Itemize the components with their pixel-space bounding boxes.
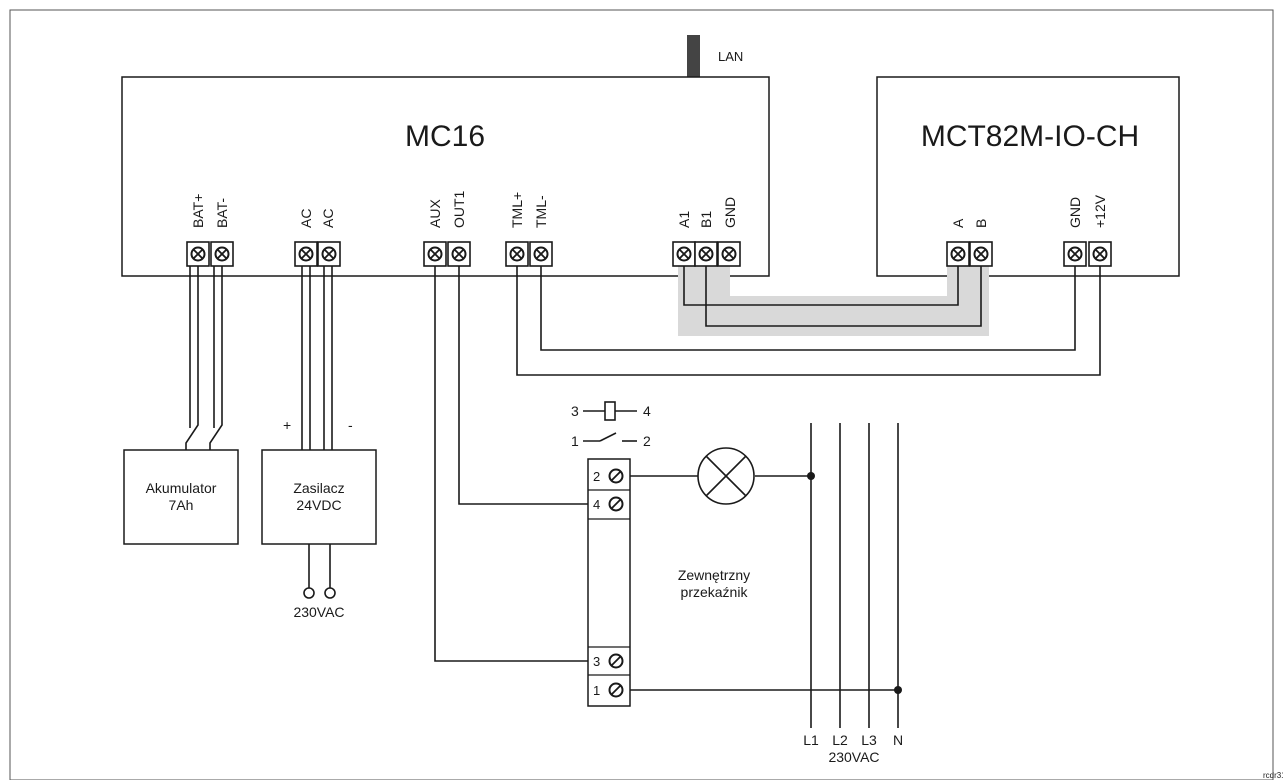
wire-bat-plus (185, 266, 199, 450)
wire-tml-minus-gnd (540, 266, 1076, 351)
label-tml-plus: TML+ (509, 192, 525, 228)
label-a: A (950, 218, 966, 228)
terminal-gnd (717, 241, 741, 267)
wire-aux-relay3 (434, 266, 588, 662)
relay-term-2: 2 (593, 469, 600, 484)
relay-screw-4 (608, 496, 624, 512)
relay-contact-2: 2 (643, 433, 651, 449)
psu-mains-pin-1 (303, 587, 315, 599)
psu-voltage: 24VDC (296, 497, 341, 513)
mc16-title: MC16 (405, 120, 485, 153)
psu-mains-pin-2 (324, 587, 336, 599)
terminal-ac-2 (317, 241, 341, 267)
label-mct-gnd: GND (1067, 197, 1083, 228)
mct-terminal-labels: A B GND +12V (950, 194, 1108, 228)
psu-minus: - (348, 417, 353, 433)
terminal-a1 (672, 241, 696, 267)
terminal-bat-plus (186, 241, 210, 267)
terminal-tml-plus (505, 241, 529, 267)
junction-l1 (807, 472, 815, 480)
relay-coil-4: 4 (643, 403, 651, 419)
label-bat-plus: BAT+ (190, 194, 206, 228)
terminal-mct-gnd (1063, 241, 1087, 267)
wire-bat-minus (209, 266, 223, 450)
relay-terminal-screws (608, 468, 624, 698)
label-tml-minus: TML- (533, 195, 549, 228)
battery-capacity: 7Ah (169, 497, 194, 513)
terminal-12v (1088, 241, 1112, 267)
diagram-frame (9, 9, 1274, 780)
terminal-out1 (447, 241, 471, 267)
terminal-b (969, 241, 993, 267)
lamp-icon (697, 447, 755, 505)
lan-connector (687, 35, 700, 77)
psu-label: Zasilacz (293, 480, 344, 496)
lan-label: LAN (718, 49, 743, 64)
mc16-terminal-labels: BAT+ BAT- AC AC AUX OUT1 TML+ TML- A1 B1… (190, 190, 738, 228)
label-ac-1: AC (298, 209, 314, 228)
psu-mains-label: 230VAC (293, 604, 344, 620)
terminal-tml-minus (529, 241, 553, 267)
mct82m-module (876, 76, 1180, 277)
relay-screw-1 (608, 682, 624, 698)
terminal-bat-minus (210, 241, 234, 267)
junction-n (894, 686, 902, 694)
label-a1: A1 (676, 211, 692, 228)
label-b: B (973, 219, 989, 228)
mains-l2: L2 (832, 732, 848, 748)
label-12v: +12V (1092, 194, 1108, 228)
wires (185, 266, 1101, 728)
relay-screw-2 (608, 468, 624, 484)
label-b1: B1 (698, 211, 714, 228)
mains-n: N (893, 732, 903, 748)
terminal-a (946, 241, 970, 267)
wire-tml-plus-12v (516, 266, 1101, 376)
label-ac-2: AC (320, 209, 336, 228)
relay-label-1: Zewnętrzny (678, 567, 750, 583)
relay-term-4: 4 (593, 497, 600, 512)
battery-box (123, 449, 239, 545)
wire-out1-relay4 (458, 266, 588, 505)
psu-box (261, 449, 377, 545)
relay-term-1: 1 (593, 683, 600, 698)
rs485-bus-shade (678, 266, 989, 336)
corner-tag: rcdr31 (1263, 771, 1283, 780)
wire-b1-b (705, 266, 982, 327)
relay-contact-1: 1 (571, 433, 579, 449)
relay-term-3: 3 (593, 654, 600, 669)
battery-label: Akumulator (146, 480, 217, 496)
psu-plus: + (283, 417, 291, 433)
relay-screw-3 (608, 653, 624, 669)
mains-l1: L1 (803, 732, 819, 748)
label-bat-minus: BAT- (214, 198, 230, 228)
mains-voltage: 230VAC (828, 749, 879, 765)
label-gnd: GND (722, 197, 738, 228)
terminal-ac-1 (294, 241, 318, 267)
mains-l3: L3 (861, 732, 877, 748)
terminal-b1 (694, 241, 718, 267)
label-aux: AUX (427, 199, 443, 228)
label-out1: OUT1 (451, 190, 467, 228)
mct-title: MCT82M-IO-CH (921, 120, 1139, 153)
relay-legend (583, 401, 637, 442)
relay-body (587, 458, 631, 707)
relay-label-2: przekaźnik (681, 584, 749, 600)
relay-coil-3: 3 (571, 403, 579, 419)
wire-a1-a (683, 266, 959, 306)
terminal-aux (423, 241, 447, 267)
terminal-blocks (186, 241, 1112, 267)
